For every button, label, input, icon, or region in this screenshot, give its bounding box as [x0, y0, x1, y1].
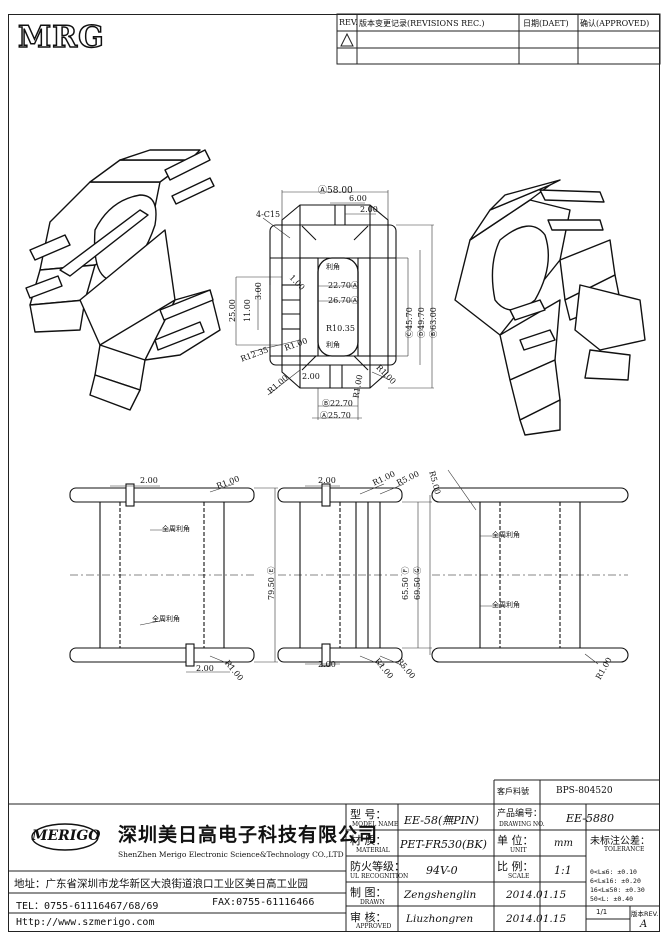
dim-11-00: 11.00 — [243, 299, 252, 322]
dim-49-70: Ⓓ49.70 — [417, 307, 426, 338]
dim-22-70: 22.70Ⓐ — [328, 281, 359, 290]
approved-date-value: 2014.01.15 — [506, 913, 567, 925]
note-liji-1: 利角 — [326, 263, 340, 271]
model-value: EE-58(無PIN) — [404, 814, 479, 827]
revision-table-frame — [336, 13, 661, 65]
drawn-label-sub: DRAWN — [360, 899, 385, 906]
drawing-no-value: EE-5880 — [566, 812, 614, 825]
merigo-brand-text: MERIGO — [32, 828, 101, 844]
dim-58: Ⓐ58.00 — [318, 186, 353, 196]
drawn-by-value: Zengshenglin — [404, 889, 477, 901]
customer-no-label: 客戶料號 — [497, 787, 529, 796]
approved-label-sub: APPROVED — [356, 923, 392, 930]
title-block-lines — [8, 779, 660, 932]
side-dim-69-50: 69.50 Ⓖ — [413, 566, 422, 600]
right-elevation-dimension-lines — [447, 469, 599, 665]
customer-no-value: BPS-804520 — [556, 786, 613, 796]
side-dim-2-00-top: 2.00 — [318, 476, 336, 485]
fire-rating-label-sub: UL RECOGNITION — [350, 873, 409, 880]
fire-rating-label: 防火等级： — [350, 860, 405, 873]
front-dim-2-00-bottom: 2.00 — [196, 664, 214, 673]
approved-header: 确认(APPROVED) — [580, 19, 650, 28]
mrg-logo: MRG — [17, 19, 105, 56]
revisions-rec-header: 版本变更记录(REVISIONS REC.) — [359, 19, 485, 28]
dim-2-00-mid: 2.00 — [302, 372, 320, 381]
drawing-sheet — [8, 14, 660, 932]
right-note-chamfer-2: 全周利角 — [492, 601, 520, 609]
drawing-no-label: 产品编号： — [497, 809, 543, 819]
material-value: PET-FR530(BK) — [400, 838, 487, 851]
company-name-en: ShenZhen Merigo Electronic Science&Techn… — [118, 850, 344, 859]
company-fax: FAX:0755-61116466 — [212, 897, 315, 908]
dim-25-00: 25.00 — [228, 299, 237, 322]
front-note-chamfer-2: 全周利角 — [152, 615, 180, 623]
side-view — [277, 483, 403, 667]
unit-label: 单 位： — [497, 834, 534, 847]
front-note-chamfer-1: 全周利角 — [162, 525, 190, 533]
front-dim-79-50: 79.50 Ⓔ — [267, 566, 276, 600]
dim-b-22-70: Ⓑ22.70 — [322, 399, 353, 408]
tolerance-label-sub: TOLERANCE — [604, 846, 645, 853]
front-view — [69, 483, 255, 667]
scale-label-sub: SCALE — [508, 873, 530, 880]
drawn-date-value: 2014.01.15 — [506, 889, 567, 901]
side-dim-2-00-bottom: 2.00 — [318, 660, 336, 669]
revision-triangle-icon — [340, 32, 354, 47]
material-label-sub: MATERIAL — [356, 847, 390, 854]
side-dim-65-50: 65.50 Ⓕ — [401, 566, 410, 600]
tolerance-row-4: 50<L: ±0.40 — [590, 895, 634, 903]
company-name-cn: 深圳美日高电子科技有限公司 — [118, 824, 379, 846]
approved-by-value: Liuzhongren — [406, 913, 474, 925]
rev-label: 版本REV. — [631, 910, 659, 918]
merigo-brand-logo: MERIGO — [30, 820, 101, 854]
front-view-dimension-lines — [110, 483, 278, 673]
tolerance-row-1: 0<L≤6: ±0.10 — [590, 868, 637, 876]
right-elevation-view — [431, 487, 629, 663]
side-view-dimension-lines — [305, 483, 432, 667]
company-tel: TEL：0755-61116467/68/69 — [16, 901, 159, 912]
tolerance-row-2: 6<L≤16: ±0.20 — [590, 877, 641, 885]
dim-r10-35: R10.35 — [326, 324, 355, 333]
fire-rating-value: 94V-0 — [426, 864, 458, 877]
dim-6: 6.00 — [349, 194, 367, 203]
scale-value: 1:1 — [554, 864, 572, 877]
rev-value: A — [640, 919, 648, 930]
drawn-label: 制 图： — [350, 886, 387, 899]
dim-b-25-70: Ⓐ25.70 — [320, 411, 351, 420]
model-label-sub: MODEL NAME — [352, 821, 399, 828]
tolerance-row-3: 16<L≤50: ±0.30 — [590, 886, 645, 894]
scale-label: 比 例： — [497, 860, 534, 873]
front-dim-2-00-top: 2.00 — [140, 476, 158, 485]
tolerance-label: 未标注公差： — [590, 836, 650, 847]
dim-45-70: Ⓒ45.70 — [405, 307, 414, 338]
dim-2-top: 2.00 — [360, 205, 378, 214]
company-website: Http://www.szmerigo.com — [16, 917, 155, 928]
tolerance-list: 0<L≤6: ±0.10 6<L≤16: ±0.20 16<L≤50: ±0.3… — [590, 868, 645, 904]
left-isometric-view — [25, 149, 221, 411]
dim-63-00: Ⓑ63.00 — [429, 307, 438, 338]
unit-label-sub: UNIT — [510, 847, 527, 854]
approved-label: 审 核： — [350, 911, 387, 924]
company-address: 地址：广东省深圳市龙华新区大浪街道浪口工业区美日高工业园 — [14, 878, 308, 890]
note-liji-2: 利角 — [326, 341, 340, 349]
dim-3-00: 3.00 — [254, 282, 263, 300]
right-isometric-view — [454, 179, 646, 436]
unit-value: mm — [554, 838, 573, 849]
drawing-no-label-sub: DRAWING NO. — [499, 821, 545, 828]
page-number: 1/1 — [596, 908, 608, 916]
dim-26-70: 26.70Ⓐ — [328, 296, 359, 305]
dim-c15: 4-C15 — [256, 210, 281, 219]
right-note-chamfer-1: 全周利角 — [492, 531, 520, 539]
top-view — [269, 204, 397, 389]
rev-header: REV. — [339, 18, 358, 27]
model-label: 型 号： — [350, 808, 387, 821]
material-label: 材 质： — [350, 834, 387, 847]
top-view-dimension-lines — [235, 190, 434, 420]
date-header: 日期(DAET) — [523, 19, 569, 28]
